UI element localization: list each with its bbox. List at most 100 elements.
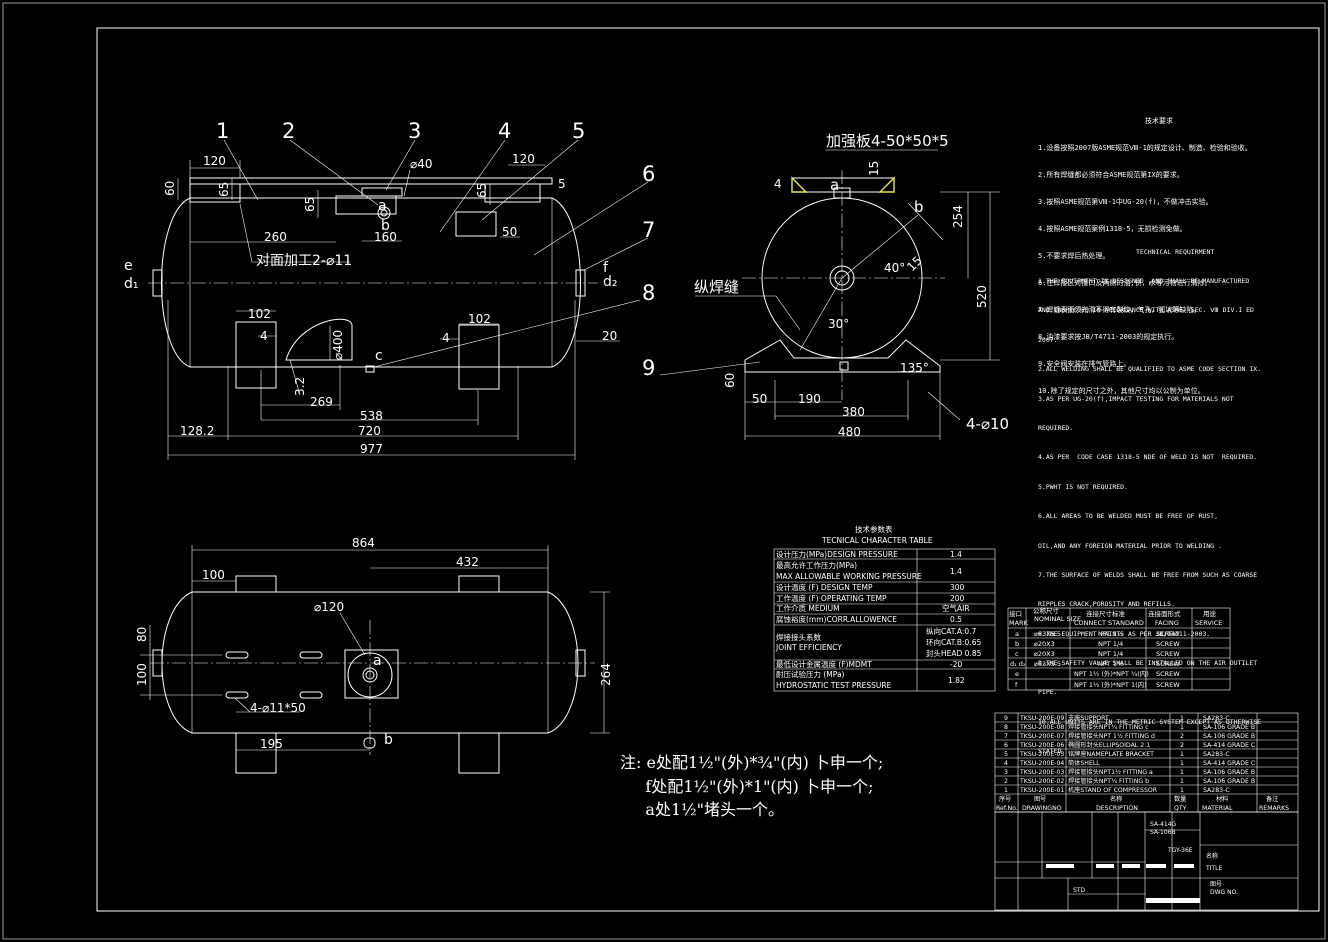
bom-cell: TKSU-200E-08 [1019,724,1064,731]
material-label: SA-414G [1150,821,1177,828]
dim-65: 65 [303,197,317,212]
requirements-en-line: 1.THE EQUIPMENT IS DESIGNED ,AND SHALL B… [1038,276,1250,285]
bom-cell: 2 [1180,742,1184,749]
bom-header-en: Ref.No. [996,805,1018,812]
nozzle-cell: ⌀63X5.5 [1034,630,1061,638]
requirements-cn: 技术要求 1.设备按照2007版ASME规范Ⅷ-1的规定设计、制造、检验和验收。… [1038,99,1252,405]
nozzle-header: 接口 [1009,609,1022,618]
bom-header: 备注 [1266,795,1278,803]
requirements-en-title: TECHNICAL REQUIRMENT [1136,247,1215,256]
bom-cell: TKSU-200E-05 [1019,751,1064,758]
label-a: a [378,198,387,214]
requirements-en-line: 4.AS PER CODE CASE 1318-5 NDE OF WELD IS… [1038,453,1258,462]
char-row-label: 设计压力(MPa)DESIGN PRESSURE [776,549,898,559]
title-label: 名称 [1206,852,1218,860]
char-row-value: 0.5 [950,615,962,624]
dwg-label: 图号 [1210,881,1222,888]
label-f: f [603,260,609,276]
dim-135-deg: 135° [900,361,929,375]
char-row-label: 腐蚀裕度(mm)CORR.ALLOWENCE [776,614,897,624]
requirements-cn-line: 9.安全阀安装在排气管路上。 [1038,360,1131,368]
requirements-en-line: 3.AS PER UG-20(f),IMPACT TESTING FOR MAT… [1038,394,1234,403]
dim-269: 269 [310,395,333,409]
dim-264: 264 [599,663,613,686]
dim-100: 100 [202,568,225,582]
bom-cell: SA-106 GRADE B [1203,733,1255,740]
requirements-cn-line: 1.设备按照2007版ASME规范Ⅷ-1的规定设计、制造、检验和验收。 [1038,144,1252,152]
dim-520: 520 [975,285,989,308]
bom-cell: 铭牌座NAMEPLATE BRACKET [1068,750,1154,758]
label-stiffener-plate: 加强板4-50*50*5 [826,132,949,150]
title-label-en: TITLE [1205,865,1222,872]
front-view-text: 1 2 3 4 5 6 7 8 9 [216,119,655,380]
balloon-2: 2 [282,119,295,143]
char-row-label: 工作温度 (F) OPERATING TEMP [776,593,887,603]
dim-190: 190 [798,392,821,406]
nozzle-table: 接口 公称尺寸 连接尺寸标准 连接面形式 用途 MARK NOMINAL SIZ… [1007,606,1231,691]
bom-cell: 7 [1004,733,1008,740]
nozzle-cell: ⌀20X3 [1034,640,1055,648]
bom-cell: 3 [1004,769,1008,776]
char-row-label: 工作介质 MEDIUM [776,603,840,613]
char-row-value: 1.4 [950,550,962,559]
nozzle-cell: ⌀63X5.5 [1034,660,1061,668]
requirements-cn-line: 6.在焊接区对接口及两侧的油,锈，水等污物进行清除。 [1038,279,1212,287]
label-a: a [373,653,382,669]
nozzle-cell: NPT 1/4 [1098,640,1123,648]
char-row-value: 1.82 [948,676,965,685]
bom-cell: SA283-C [1203,787,1230,794]
dim-864: 864 [352,536,375,550]
char-row-value-extra: 环向CAT.B:0.65 [926,637,981,647]
label-e: e [124,258,133,274]
requirements-cn-line: 8.油漆要求按JB/T4711-2003的规定执行。 [1038,333,1179,341]
nozzle-cell: a [1015,630,1019,638]
dim-65: 65 [217,182,231,197]
char-table-title: 技术参数表 [855,524,893,534]
bom-header-en: DRAWINGNO [1022,805,1062,812]
requirements-en-line: PIPE. [1038,688,1058,697]
bom-header-en: QTY [1174,805,1187,812]
requirements-en-line: 5.PWHT IS NOT REQUIRED. [1038,482,1129,491]
requirements-cn-line: 2.所有焊缝都必须符合ASME规范第IX的要求。 [1038,171,1184,179]
nozzle-header-en: NOMINAL SIZE [1034,615,1081,623]
dim-480: 480 [838,425,861,439]
nozzle-cell: SCREW [1156,650,1180,658]
nozzle-header-en: SERVICE [1195,619,1222,627]
bom-header: 序号 [999,795,1011,803]
requirements-en-line: STATED. [1038,747,1066,756]
requirements-cn-line: 10.除了规定的尺寸之外，其他尺寸均以公制为单位。 [1038,387,1205,395]
balloon-6: 6 [642,162,655,186]
dim-538: 538 [360,409,383,423]
char-row-value: -20 [950,660,962,669]
bom-header-en: DESCRIPTION [1096,805,1138,812]
dim-100: 100 [135,663,149,686]
nozzle-cell: NPT 1½ [1098,630,1123,638]
bom-cell: 焊接管接头NPT1½ FITTING a [1068,768,1153,776]
drawing-code: TGY-36E [1167,847,1193,854]
std-label: STD [1073,887,1085,894]
dim-4: 4 [442,331,450,345]
nozzle-cell: NPT 1½ (外)*NPT 1(内) [1074,680,1147,689]
front-view-dims: 120 60 65 65 ⌀40 120 65 5 260 160 50 102… [163,152,617,456]
dim-diameter-120: ⌀120 [314,600,344,614]
char-row-label: 耐压试验压力 (MPa) [776,669,845,679]
requirements-en-line: 8.THE EQUIPMENT PAINTS AS PER JB/T4711-2… [1038,629,1211,638]
label-a: a [830,176,839,194]
bom-cell: 2 [1004,778,1008,785]
bom-cell: TKSU-200E-02 [1019,778,1064,785]
dim-15: 15 [867,161,881,176]
label-c: c [375,348,383,364]
balloon-4: 4 [498,119,511,143]
requirements-en-line: 9.THE SAFETY VALVE SHALL BE INSTALLED ON… [1038,659,1258,668]
bom-cell: SA-106 GRADE B [1203,778,1255,785]
balloon-5: 5 [572,119,585,143]
note-line: a处1½"堵头一个。 [620,800,784,819]
label-d2: d₂ [603,274,618,290]
dim-254: 254 [951,205,965,228]
dim-977: 977 [360,442,383,456]
dim-260: 260 [264,230,287,244]
dim-diameter-40: ⌀40 [410,157,433,171]
requirements-en-line: 10.ALL UNITS ARE IN THE METRIC SYSTEM EX… [1038,717,1262,726]
char-row-label: 焊接接头系数 [776,632,821,642]
char-row-label: 最低设计金属温度 (F)MDMT [776,659,872,669]
